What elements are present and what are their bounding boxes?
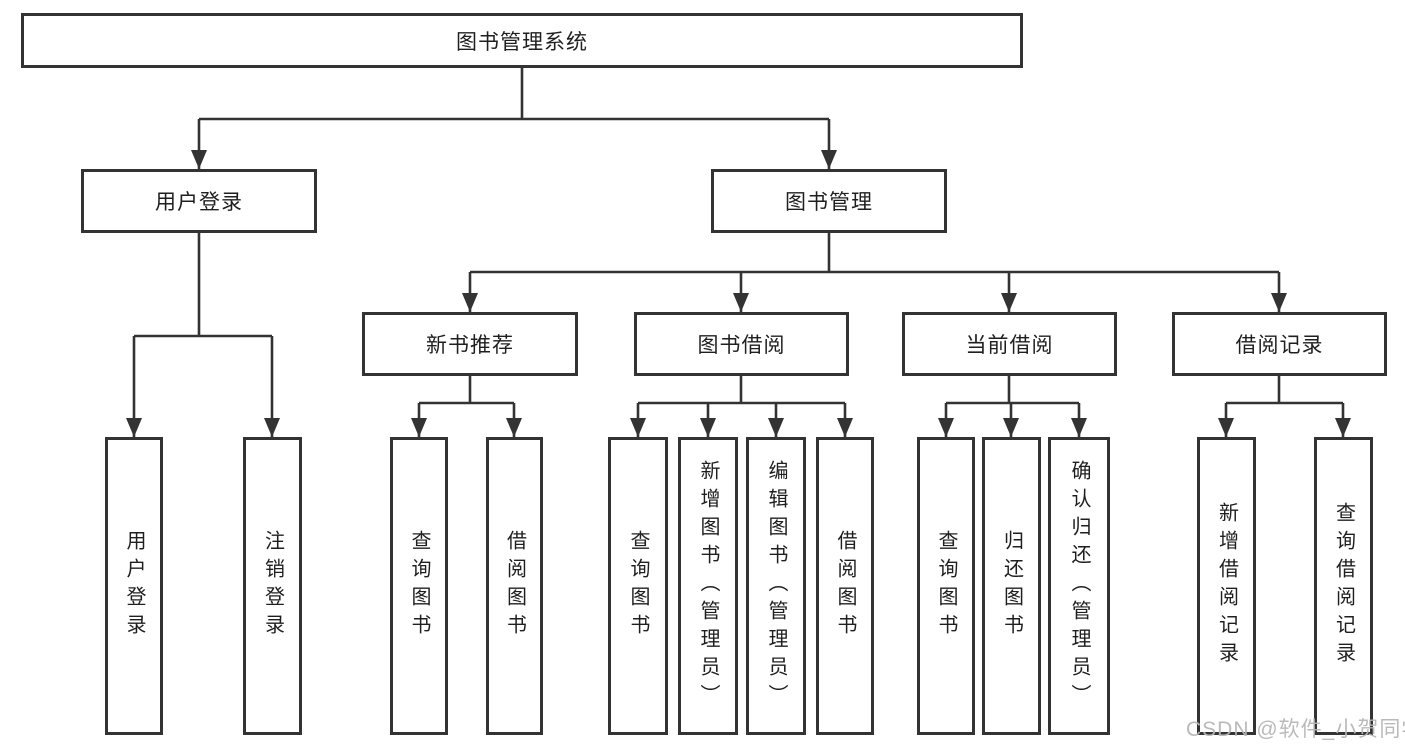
node-label: 注销登录 [261, 530, 284, 642]
leaf-edit-book-admin: 编辑图书（管理员） [746, 437, 806, 735]
node-new-book-recommend: 新书推荐 [362, 312, 578, 376]
node-label: 当前借阅 [965, 334, 1054, 357]
leaf-user-login: 用户登录 [105, 437, 163, 735]
leaf-add-book-admin: 新增图书（管理员） [678, 437, 738, 735]
leaf-return-book: 归还图书 [982, 437, 1041, 735]
node-label: 图书管理系统 [456, 30, 588, 54]
node-label: 图书借阅 [697, 334, 786, 357]
leaf-query-books-recommend: 查询图书 [390, 437, 448, 735]
node-label: 新增借阅记录 [1215, 502, 1238, 670]
node-label: 查询图书 [935, 530, 957, 642]
leaf-borrow-book-recommend: 借阅图书 [486, 437, 543, 735]
connector-trunk [134, 68, 1343, 405]
node-label: 新书推荐 [426, 334, 514, 357]
watermark: CSDN @软件_小贺同学 [1186, 718, 1405, 741]
node-label: 借阅图书 [834, 530, 856, 642]
node-label: 用户登录 [155, 191, 243, 214]
node-label: 借阅记录 [1235, 334, 1324, 357]
leaf-borrow-book: 借阅图书 [816, 437, 874, 735]
node-label: 新增图书（管理员） [697, 460, 719, 712]
node-label: 查询借阅记录 [1332, 502, 1355, 670]
node-book-borrow: 图书借阅 [634, 312, 849, 376]
leaf-add-borrow-record: 新增借阅记录 [1197, 437, 1256, 735]
node-label: 图书管理 [785, 191, 873, 214]
leaf-query-books-borrow: 查询图书 [608, 437, 668, 735]
node-label: 确认归还（管理员） [1068, 460, 1090, 712]
node-label: 归还图书 [1000, 530, 1023, 642]
node-user-login: 用户登录 [81, 169, 317, 233]
leaf-query-books-current: 查询图书 [917, 437, 975, 735]
leaf-logout: 注销登录 [243, 437, 302, 735]
node-root: 图书管理系统 [21, 13, 1023, 68]
node-label: 借阅图书 [503, 530, 526, 642]
leaf-query-borrow-record: 查询借阅记录 [1314, 437, 1373, 735]
node-book-management: 图书管理 [711, 169, 947, 233]
node-label: 查询图书 [627, 530, 649, 642]
node-label: 编辑图书（管理员） [765, 460, 787, 712]
node-label: 查询图书 [408, 530, 430, 642]
leaf-confirm-return-admin: 确认归还（管理员） [1048, 437, 1110, 735]
node-borrow-record: 借阅记录 [1172, 312, 1387, 376]
node-label: 用户登录 [123, 530, 145, 642]
node-current-borrow: 当前借阅 [902, 312, 1117, 376]
